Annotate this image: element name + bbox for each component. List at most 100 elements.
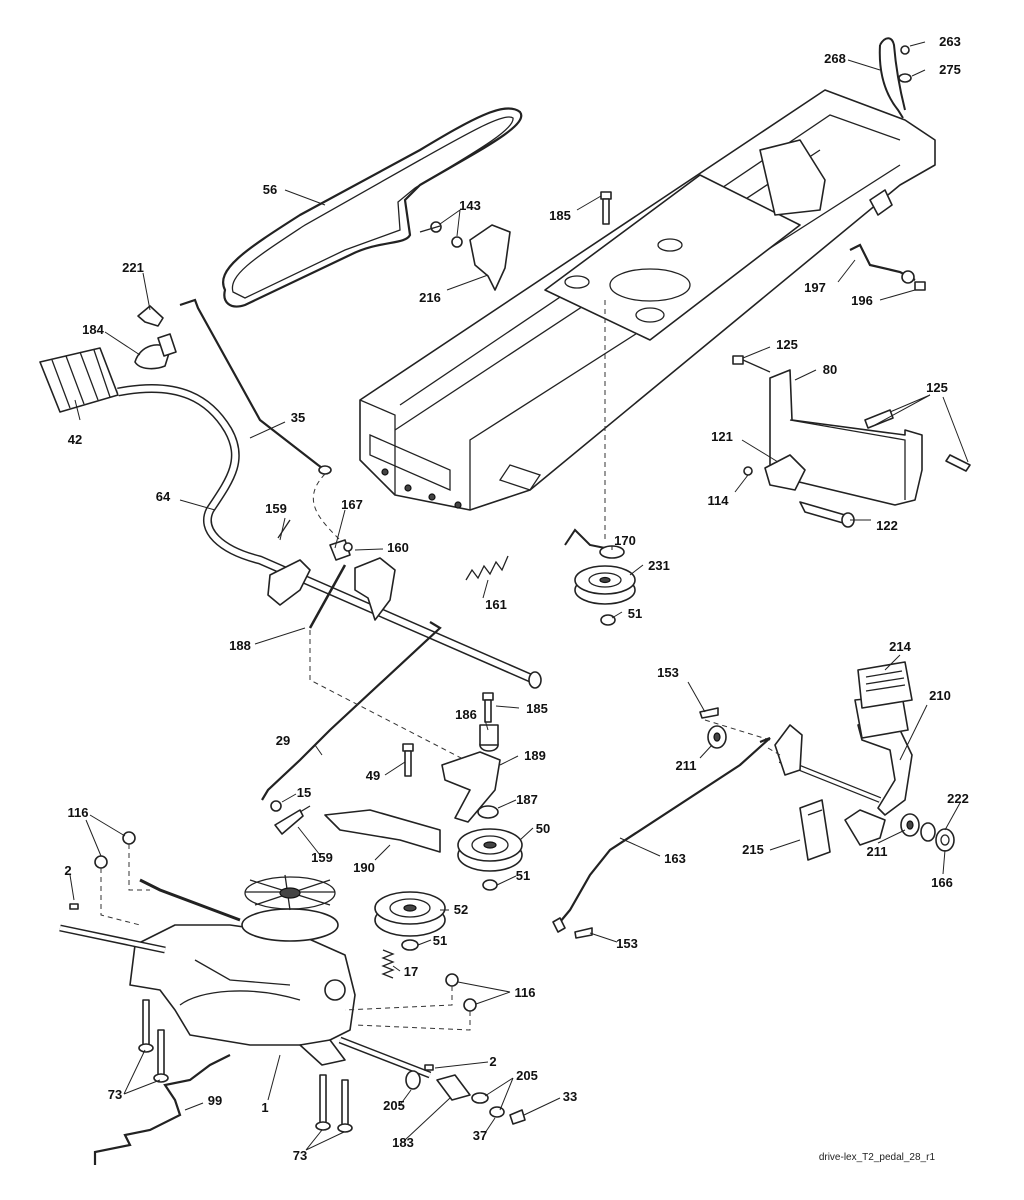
label-210: 210 — [929, 688, 951, 703]
label-186: 186 — [455, 707, 477, 722]
label-185-lower: 185 — [526, 701, 548, 716]
pulley-231 — [564, 300, 636, 626]
label-49: 49 — [366, 768, 380, 783]
nuts-116 — [94, 831, 477, 1031]
rod-35 — [179, 298, 341, 541]
label-99: 99 — [208, 1093, 222, 1108]
label-231: 231 — [648, 558, 670, 573]
label-29: 29 — [276, 733, 290, 748]
label-50: 50 — [536, 821, 550, 836]
washer-187 — [477, 805, 499, 819]
label-215: 215 — [742, 842, 764, 857]
label-114: 114 — [708, 493, 730, 508]
rod-99 — [93, 1054, 231, 1165]
bolt-185-upper — [600, 191, 612, 225]
spring-161 — [465, 555, 509, 581]
pad-214 — [857, 661, 913, 709]
rod-29 — [261, 621, 466, 812]
label-222: 222 — [947, 791, 969, 806]
label-2-left: 2 — [64, 863, 71, 878]
label-166: 166 — [931, 875, 953, 890]
bracket-121 — [743, 454, 855, 528]
label-263: 263 — [939, 34, 961, 49]
rod-163 — [552, 707, 771, 939]
link-197 — [849, 243, 926, 291]
label-1: 1 — [261, 1100, 268, 1115]
label-188: 188 — [229, 638, 251, 653]
label-52: 52 — [454, 902, 468, 917]
label-125-top: 125 — [776, 337, 798, 352]
label-51-middle: 51 — [516, 868, 530, 883]
lever-64 — [117, 384, 542, 689]
label-56: 56 — [263, 182, 277, 197]
label-205-left: 205 — [383, 1098, 405, 1113]
label-184: 184 — [82, 322, 104, 337]
drive-belt — [222, 107, 523, 308]
handle-grip-42 — [39, 347, 119, 413]
label-73-left: 73 — [108, 1087, 122, 1102]
label-197: 197 — [804, 280, 826, 295]
pin-159-lower — [274, 805, 311, 835]
idler-bracket-189 — [402, 692, 501, 823]
label-211-upper: 211 — [676, 758, 697, 773]
label-159-lower: 159 — [311, 850, 333, 865]
transaxle — [59, 874, 432, 1079]
label-189: 189 — [524, 748, 546, 763]
label-80: 80 — [823, 362, 837, 377]
label-170: 170 — [614, 533, 636, 548]
label-161: 161 — [485, 597, 507, 612]
label-196: 196 — [851, 293, 873, 308]
pulley-52 — [374, 891, 446, 951]
hardware-211-222-166 — [900, 813, 955, 852]
label-275: 275 — [939, 62, 961, 77]
label-211-lower: 211 — [867, 844, 888, 859]
cap-184 — [134, 333, 177, 370]
label-268: 268 — [824, 51, 846, 66]
label-159-upper: 159 — [265, 501, 287, 516]
bracket-216 — [419, 221, 511, 291]
label-42: 42 — [68, 432, 82, 447]
label-64: 64 — [156, 489, 171, 504]
label-167: 167 — [341, 497, 363, 512]
label-187: 187 — [516, 792, 538, 807]
clip-221 — [137, 305, 164, 327]
label-143: 143 — [459, 198, 481, 213]
label-205-right: 205 — [516, 1068, 538, 1083]
shield-80 — [732, 355, 971, 506]
label-116-left: 116 — [68, 805, 89, 820]
leader-lines — [69, 41, 969, 1151]
frame — [359, 89, 936, 511]
label-216: 216 — [419, 290, 441, 305]
diagram-caption: drive-lex_T2_pedal_28_r1 — [819, 1152, 936, 1163]
label-17: 17 — [404, 964, 418, 979]
label-51-lower: 51 — [433, 933, 447, 948]
pad-215 — [799, 799, 831, 861]
label-73-right: 73 — [293, 1148, 307, 1163]
label-125-right: 125 — [926, 380, 948, 395]
label-214: 214 — [889, 639, 911, 654]
label-122: 122 — [876, 518, 898, 533]
rod-268 — [878, 37, 912, 119]
spring-17 — [381, 949, 395, 979]
label-221: 221 — [122, 260, 144, 275]
label-121: 121 — [711, 429, 733, 444]
label-160: 160 — [387, 540, 409, 555]
label-153-upper: 153 — [657, 665, 679, 680]
callout-labels: 263 268 275 56 143 185 216 221 184 42 35… — [64, 34, 968, 1163]
label-15: 15 — [297, 785, 311, 800]
bolts-73 — [138, 999, 353, 1133]
label-37: 37 — [473, 1128, 487, 1143]
label-185-upper: 185 — [549, 208, 571, 223]
lift-bracket — [267, 519, 396, 629]
label-33: 33 — [563, 1089, 577, 1104]
label-153-lower: 153 — [616, 936, 638, 951]
label-116-right: 116 — [515, 985, 536, 1000]
pulley-50 — [457, 828, 523, 891]
axle-hardware — [69, 903, 526, 1125]
label-163: 163 — [664, 851, 686, 866]
label-51-upper: 51 — [628, 606, 642, 621]
label-2-right: 2 — [489, 1054, 496, 1069]
label-183: 183 — [392, 1135, 414, 1150]
plate-190 — [324, 809, 441, 853]
